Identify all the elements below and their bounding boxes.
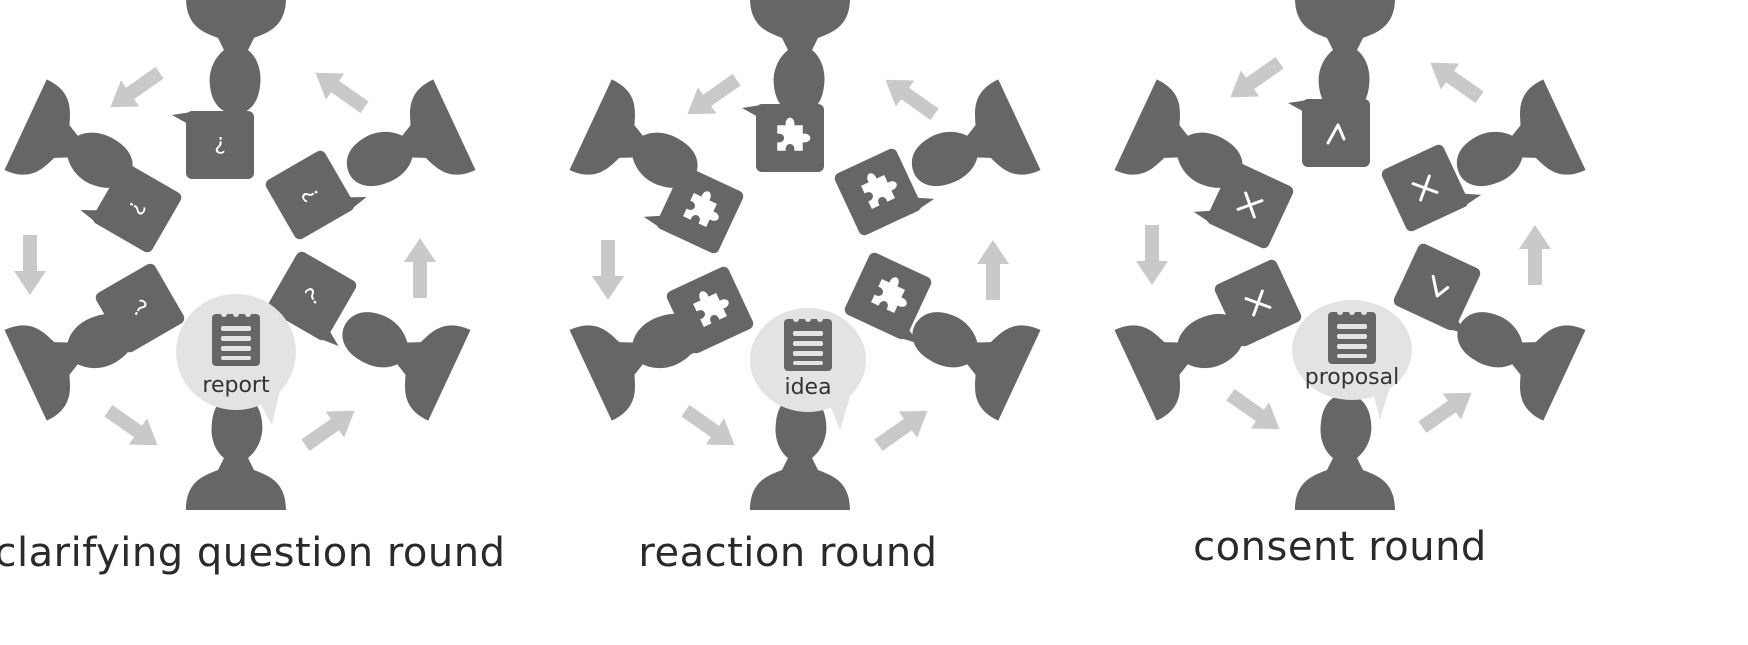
cross-bubble <box>1379 136 1483 234</box>
flow-arrow <box>101 59 169 121</box>
flow-arrow <box>1136 225 1168 285</box>
participant-top <box>750 0 850 114</box>
check-bubble <box>1288 99 1370 167</box>
center-bubble: proposal <box>1292 300 1412 420</box>
center-bubble: report <box>176 294 296 425</box>
flow-arrow <box>14 235 46 295</box>
round-title: reaction round <box>638 530 937 576</box>
cross-icon <box>1411 174 1439 202</box>
question-bubble: ? <box>78 154 184 255</box>
round-title: consent round <box>1193 524 1487 570</box>
flow-arrow <box>977 240 1009 300</box>
center-label: idea <box>784 375 831 400</box>
notepad-icon <box>784 316 832 371</box>
cross-icon <box>1244 289 1272 317</box>
flow-arrow <box>869 397 937 459</box>
participant-top <box>186 0 286 114</box>
flow-arrow <box>404 238 436 298</box>
check-bubble <box>1391 241 1495 339</box>
flow-arrow <box>678 66 746 128</box>
cross-bubble <box>1192 153 1296 251</box>
participant-top <box>1295 0 1395 114</box>
diagram-reaction: idea reaction round <box>569 0 1041 576</box>
flow-arrow <box>1421 49 1489 111</box>
question-bubble: ? <box>265 249 371 350</box>
center-label: report <box>202 373 270 398</box>
svg-text:?: ? <box>214 131 226 156</box>
cross-bubble <box>1200 257 1304 355</box>
puzzle-bubble <box>742 104 824 172</box>
diagram-consent: proposal consent round <box>1114 0 1586 570</box>
flow-arrow <box>1519 225 1551 285</box>
notepad-icon <box>212 311 260 366</box>
question-bubble: ? <box>81 261 187 362</box>
flow-arrow <box>876 66 944 128</box>
round-title: clarifying question round <box>0 530 505 576</box>
flow-arrow <box>296 397 364 459</box>
flow-arrow <box>592 240 624 300</box>
cross-icon <box>1236 191 1264 219</box>
notepad-icon <box>1328 309 1376 364</box>
flow-arrow <box>676 397 744 459</box>
question-bubble: ? <box>172 111 254 179</box>
center-bubble: idea <box>750 308 866 430</box>
center-label: proposal <box>1305 365 1399 390</box>
flow-arrow <box>1221 49 1289 111</box>
question-bubble: ? <box>263 141 369 242</box>
check-icon <box>1326 123 1346 145</box>
check-icon <box>1431 274 1450 298</box>
diagram-clarifying: ? ? ? ? ? report clarifying question rou… <box>0 0 505 576</box>
flow-arrow <box>306 59 374 121</box>
flow-arrow <box>99 397 167 459</box>
flow-arrow <box>1413 379 1481 441</box>
flow-arrow <box>1221 381 1289 443</box>
